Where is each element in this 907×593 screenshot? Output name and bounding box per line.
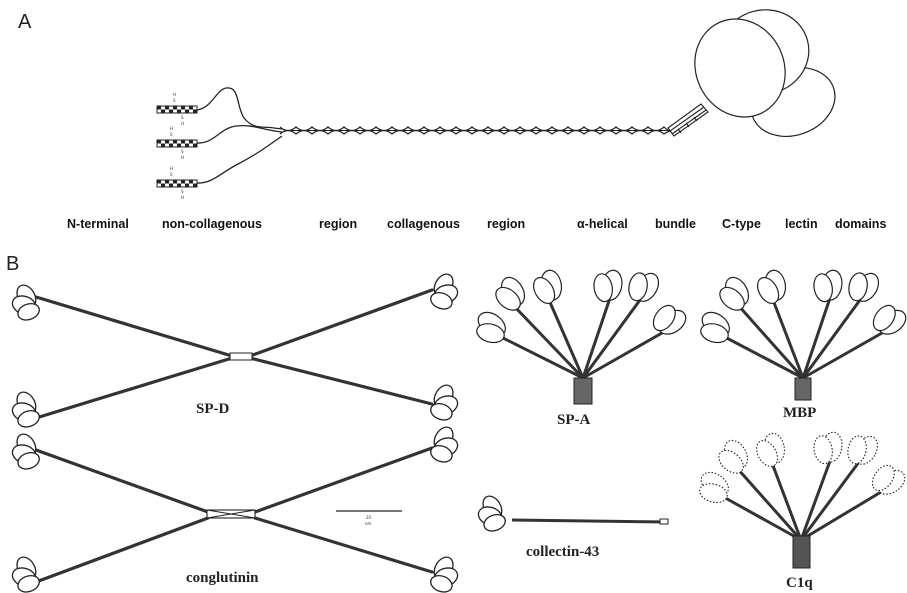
label-collagenous: collagenous [387, 217, 460, 231]
sp-d-molecule: SP-D [10, 271, 460, 430]
mbp-molecule: MBP [691, 264, 907, 421]
svg-text:nm: nm [365, 521, 372, 526]
c1q-label: C1q [786, 575, 813, 591]
svg-text:20: 20 [366, 515, 372, 520]
sp-a-label: SP-A [557, 412, 591, 428]
panel-b-letter: B [6, 253, 19, 275]
sp-a-molecule: SP-A [467, 264, 690, 428]
svg-text:H: H [170, 126, 173, 131]
collagenous-triple-helix [280, 127, 672, 134]
label-alpha-helical: α-helical [577, 217, 628, 231]
svg-text:S: S [170, 132, 173, 137]
scale-bar: 20 nm [336, 511, 402, 526]
non-collagenous-chains [197, 88, 282, 183]
svg-text:H: H [173, 92, 176, 97]
c1q-molecule: C1q [690, 427, 907, 591]
label-c-type: C-type [722, 217, 761, 231]
conglutinin-label: conglutinin [186, 570, 259, 586]
label-lectin: lectin [785, 217, 818, 231]
label-n-terminal: N-terminal [67, 217, 129, 231]
label-region-1: region [319, 217, 357, 231]
label-domains: domains [835, 217, 886, 231]
svg-text:S: S [173, 98, 176, 103]
svg-text:H: H [181, 195, 184, 200]
collectin-43-label: collectin-43 [526, 544, 599, 560]
collectin-43-molecule: collectin-43 [476, 493, 668, 560]
svg-text:S: S [181, 189, 184, 194]
collectin-subunit-schematic: H S S H H S S H H S S H [157, 0, 845, 200]
svg-text:H: H [181, 121, 184, 126]
label-non-collagenous: non-collagenous [162, 217, 262, 231]
svg-text:S: S [181, 115, 184, 120]
svg-text:S: S [170, 172, 173, 177]
domain-labels: N-terminal non-collagenous region collag… [67, 217, 886, 231]
alpha-helical-neck [668, 104, 708, 136]
svg-text:H: H [181, 155, 184, 160]
label-region-2: region [487, 217, 525, 231]
label-bundle: bundle [655, 217, 696, 231]
sp-d-label: SP-D [196, 401, 230, 417]
n-terminal-segments [157, 106, 197, 187]
svg-text:S: S [181, 149, 184, 154]
svg-text:H: H [170, 166, 173, 171]
conglutinin-molecule: conglutinin [10, 424, 460, 593]
mbp-label: MBP [783, 405, 816, 421]
c-type-lectin-domains [679, 0, 845, 148]
panel-a-letter: A [18, 11, 32, 33]
